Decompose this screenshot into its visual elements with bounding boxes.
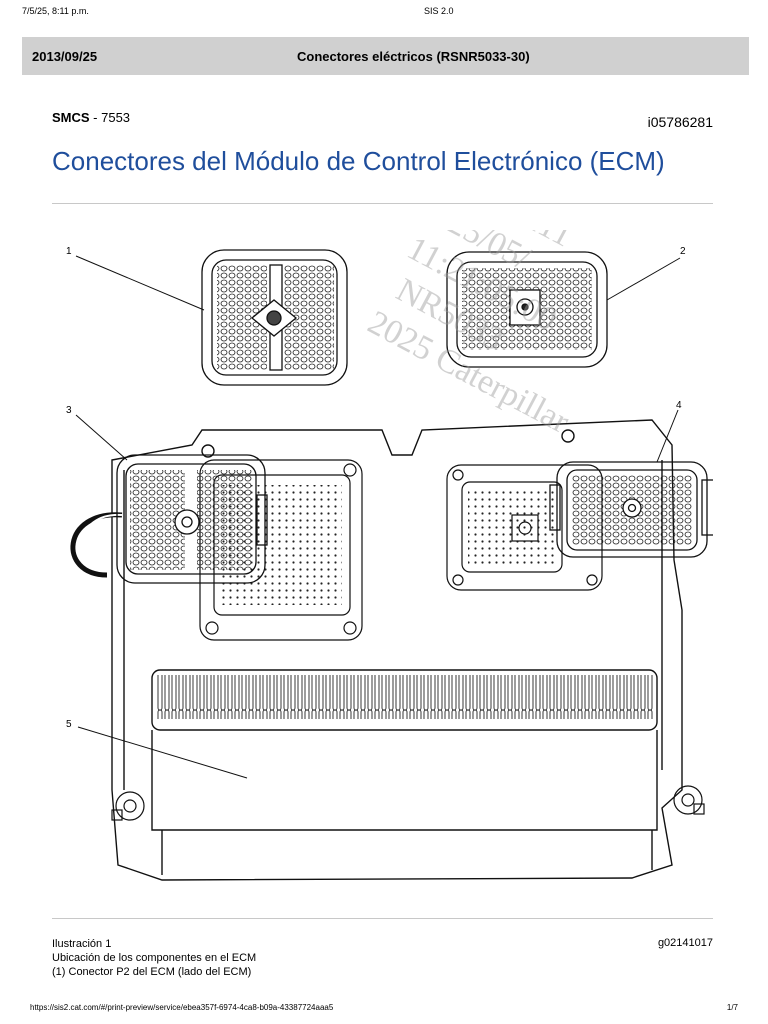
callout-4: 4 [676, 400, 682, 411]
connector-2 [446, 251, 608, 368]
caption-description: Ubicación de los componentes en el ECM [52, 952, 257, 964]
callout-leaders [75, 255, 681, 779]
connector-1-p2-ecm-side [201, 249, 348, 386]
page-number: 1/7 [726, 1003, 738, 1012]
figure-id: g02141017 [657, 937, 713, 949]
ecm-housing [111, 419, 683, 881]
connector-3 [70, 454, 268, 584]
connector-4 [549, 461, 713, 558]
callout-5: 5 [66, 719, 72, 730]
smcs-label: SMCS [52, 110, 90, 125]
callout-1: 1 [66, 246, 72, 257]
document-title: Conectores eléctricos (RSNR5033-30) [297, 49, 530, 64]
document-header-bar: 2013/09/25 Conectores eléctricos (RSNR50… [22, 37, 749, 75]
callout-2: 2 [680, 246, 686, 257]
print-datetime: 7/5/25, 8:11 p.m. [22, 6, 89, 16]
caption-item-1: (1) Conector P2 del ECM (lado del ECM) [52, 966, 252, 978]
document-id: i05786281 [647, 114, 713, 130]
print-header: 7/5/25, 8:11 p.m. SIS 2.0 [0, 6, 768, 20]
ecm-drawing: 1 2 3 4 5 PCP-0111 2025/05/ 11:21:05:00 … [66, 230, 713, 881]
page-title: Conectores del Módulo de Control Electró… [52, 146, 665, 176]
print-url: https://sis2.cat.com/#/print-preview/ser… [30, 1003, 334, 1012]
document-date: 2013/09/25 [32, 49, 98, 64]
caption-divider [52, 918, 713, 919]
mounting-bolts [111, 785, 705, 821]
caption-figure-label: Ilustración 1 [52, 938, 112, 950]
print-footer: https://sis2.cat.com/#/print-preview/ser… [0, 1003, 768, 1017]
j1-header [446, 464, 603, 591]
smcs-value: - 7553 [89, 110, 131, 125]
print-app-name: SIS 2.0 [424, 6, 454, 16]
smcs-code: SMCS - 7553 [52, 110, 130, 125]
ecm-connector-illustration: 1 2 3 4 5 PCP-0111 2025/05/ 11:21:05:00 … [52, 230, 713, 910]
figure-caption: Ilustración 1 Ubicación de los component… [52, 937, 256, 979]
callout-3: 3 [66, 405, 72, 416]
title-divider [52, 203, 713, 204]
